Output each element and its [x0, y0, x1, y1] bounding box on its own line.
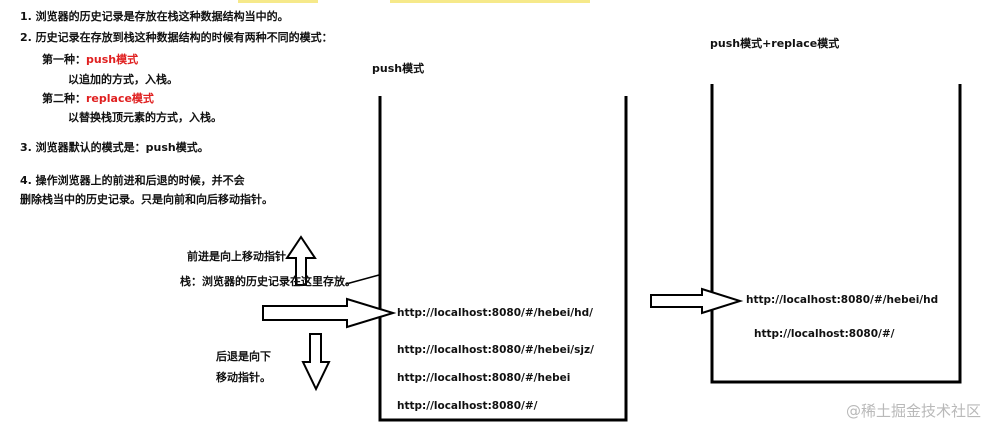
push-entry: http://localhost:8080/#/ [397, 400, 538, 412]
mode-1-desc: 以追加的方式，入栈。 [68, 73, 178, 86]
stack-pointer-line [345, 274, 380, 285]
note-line-1: 1. 浏览器的历史记录是存放在栈这种数据结构当中的。 [20, 10, 289, 23]
push-entry: http://localhost:8080/#/hebei/hd/ [397, 307, 593, 319]
pointer-right-arrow [262, 297, 397, 329]
forward-up-arrow [285, 235, 317, 286]
push-stack-container [378, 96, 628, 422]
push-entry: http://localhost:8080/#/hebei [397, 372, 571, 384]
mode-2: 第二种：replace模式 [42, 92, 154, 106]
back-down-arrow [301, 333, 331, 392]
mode-2-desc: 以替换栈顶元素的方式，入栈。 [68, 111, 222, 124]
push-entry: http://localhost:8080/#/hebei/sjz/ [397, 344, 594, 356]
watermark: @稀土掘金技术社区 [845, 402, 981, 420]
push-stack-title: push模式 [372, 62, 425, 75]
top-strip [390, 0, 590, 3]
note-line-2: 2. 历史记录在存放到栈这种数据结构的时候有两种不同的模式： [20, 31, 333, 44]
forward-label: 前进是向上移动指针 [187, 250, 286, 263]
stack-label: 栈：浏览器的历史记录在这里存放。 [180, 275, 356, 288]
back-label-2: 移动指针。 [216, 371, 271, 384]
note-line-4a: 4. 操作浏览器上的前进和后退的时候，并不会 [20, 174, 245, 187]
top-strip [238, 0, 318, 3]
replace-entry: http://localhost:8080/#/ [754, 328, 895, 340]
mode-2-name: replace模式 [86, 92, 154, 105]
mode-2-prefix: 第二种： [42, 92, 86, 105]
replace-stack-container [710, 84, 962, 384]
replace-pointer-arrow [650, 287, 744, 315]
back-label-1: 后退是向下 [216, 350, 271, 363]
mode-1: 第一种：push模式 [42, 53, 138, 67]
note-line-4b: 删除栈当中的历史记录。只是向前和向后移动指针。 [20, 193, 273, 206]
mode-1-name: push模式 [86, 53, 139, 66]
replace-entry: http://localhost:8080/#/hebei/hd [746, 294, 939, 306]
mode-1-prefix: 第一种： [42, 53, 86, 66]
note-line-3: 3. 浏览器默认的模式是：push模式。 [20, 141, 209, 154]
replace-stack-title: push模式+replace模式 [710, 37, 840, 50]
